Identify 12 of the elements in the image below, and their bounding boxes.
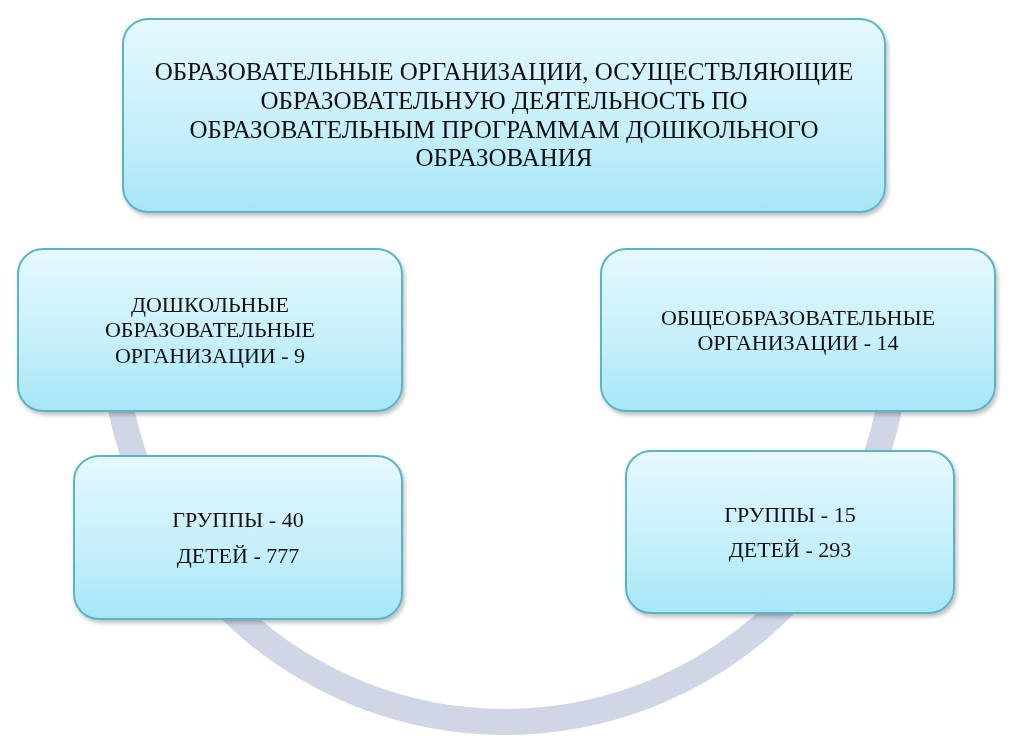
- box-text: ГРУППЫ - 15: [724, 500, 856, 529]
- box-text: ДЕТЕЙ - 293: [728, 536, 852, 564]
- rounded-box: [122, 18, 886, 213]
- box-text: ОБЩЕОБРАЗОВАТЕЛЬНЫЕ ОРГАНИЗАЦИИ - 14: [659, 304, 937, 356]
- rounded-box: [73, 455, 403, 620]
- rounded-box: [625, 450, 955, 614]
- rounded-box: [17, 248, 403, 412]
- box-text: ДЕТЕЙ - 777: [176, 541, 300, 570]
- box-text: ГРУППЫ - 40: [172, 506, 304, 535]
- rounded-box: [600, 248, 996, 412]
- box-text: ДОШКОЛЬНЫЕ ОБРАЗОВАТЕЛЬНЫЕ ОРГАНИЗАЦИИ - 9: [103, 292, 317, 368]
- box-text: ОБРАЗОВАТЕЛЬНЫЕ ОРГАНИЗАЦИИ, ОСУЩЕСТВЛЯЮЩИЕ ОБРАЗОВАТЕЛЬНУЮ ДЕЯТЕЛЬНОСТЬ ПО ОБРАЗОВАТЕЛЬНЫМ ПРОГРАММАМ ДОШКОЛЬНОГО ОБРАЗОВАНИЯ: [153, 58, 855, 173]
